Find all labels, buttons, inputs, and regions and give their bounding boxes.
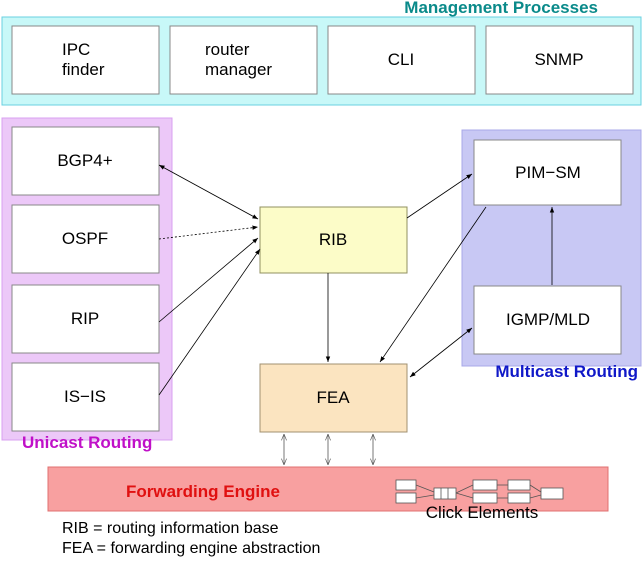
cli-box: CLI — [327, 25, 476, 95]
arrow-pimsm-fea — [379, 206, 487, 363]
isis-label: IS−IS — [64, 387, 106, 406]
rib-label: RIB — [319, 230, 347, 249]
unicast-group-title: Unicast Routing — [22, 433, 152, 452]
ipc-finder-label-line1: IPC — [62, 40, 90, 59]
click-elements-label: Click Elements — [426, 503, 538, 522]
router-manager-label-line1: router — [205, 40, 250, 59]
pim-sm-label: PIM−SM — [515, 163, 581, 182]
ospf-box: OSPF — [11, 204, 160, 274]
router-manager-box: router manager — [169, 25, 318, 95]
forwarding-engine-group: Forwarding Engine Click Ele — [47, 434, 609, 522]
rip-label: RIP — [71, 309, 99, 328]
bgp4-label: BGP4+ — [57, 151, 112, 170]
legend: RIB = routing information base FEA = for… — [62, 520, 320, 557]
management-group: Management Processes IPC finder router m… — [1, 0, 642, 106]
cli-label: CLI — [388, 50, 414, 69]
igmp-mld-label: IGMP/MLD — [506, 310, 590, 329]
ipc-finder-box: IPC finder — [11, 25, 160, 95]
arrow-isis-rib — [158, 248, 261, 396]
snmp-box: SNMP — [485, 25, 634, 95]
click-elements-graphic — [395, 479, 564, 504]
pim-sm-box: PIM−SM — [473, 139, 622, 206]
legend-fea: FEA = forwarding engine abstraction — [62, 540, 320, 557]
fea-forwarding-connectors — [284, 434, 373, 465]
arrow-ospf-rib — [158, 225, 259, 240]
legend-rib: RIB = routing information base — [62, 520, 279, 537]
multicast-group-title: Multicast Routing — [495, 362, 638, 381]
bgp4-box: BGP4+ — [11, 126, 160, 196]
igmp-mld-box: IGMP/MLD — [473, 285, 622, 355]
router-manager-label-line2: manager — [205, 60, 272, 79]
fea-label: FEA — [316, 388, 350, 407]
arrow-rib-pimsm — [406, 173, 473, 219]
snmp-label: SNMP — [534, 50, 583, 69]
fea-box: FEA — [259, 363, 408, 433]
arrow-bgp4-rib — [158, 164, 259, 220]
ipc-finder-label-line2: finder — [62, 60, 105, 79]
arrow-rip-rib — [158, 237, 259, 323]
ospf-label: OSPF — [62, 229, 108, 248]
isis-box: IS−IS — [11, 362, 160, 432]
management-group-title: Management Processes — [404, 0, 598, 17]
rib-box: RIB — [259, 206, 408, 274]
multicast-group: Multicast Routing PIM−SM IGMP/MLD — [461, 129, 642, 381]
unicast-group: Unicast Routing BGP4+ OSPF RIP IS−IS — [1, 117, 173, 452]
arrows — [158, 164, 555, 396]
forwarding-engine-title: Forwarding Engine — [126, 482, 280, 501]
arrow-igmp-fea — [409, 327, 473, 378]
rip-box: RIP — [11, 284, 160, 354]
